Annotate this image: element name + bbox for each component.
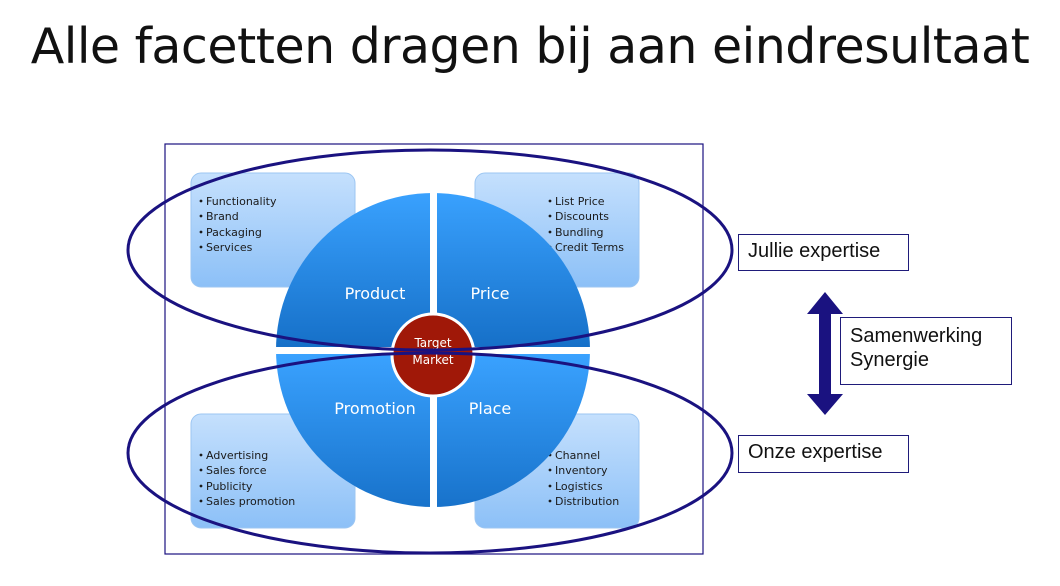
place-item: Channel bbox=[555, 449, 600, 462]
place-item: Logistics bbox=[555, 480, 603, 493]
product-item: Brand bbox=[206, 210, 239, 223]
product-label: Product bbox=[345, 284, 406, 303]
price-item: Discounts bbox=[555, 210, 609, 223]
target-market-label-2: Market bbox=[412, 353, 454, 367]
product-item: Packaging bbox=[206, 226, 262, 239]
price-item: Bundling bbox=[555, 226, 604, 239]
samenwerking-label: Samenwerking Synergie bbox=[840, 317, 1012, 385]
onze-expertise-label: Onze expertise bbox=[738, 435, 909, 473]
bottom-ellipse bbox=[126, 351, 734, 555]
bullet-dots bbox=[199, 199, 552, 503]
promotion-item: Publicity bbox=[206, 480, 253, 493]
synergie-text: Synergie bbox=[850, 349, 929, 371]
target-market-label-1: Target bbox=[413, 336, 451, 350]
place-item: Inventory bbox=[555, 464, 608, 477]
samenwerking-text: Samenwerking bbox=[850, 325, 983, 347]
top-ellipse bbox=[126, 148, 734, 352]
price-item: Credit Terms bbox=[555, 241, 624, 254]
promotion-item: Sales force bbox=[206, 464, 267, 477]
price-label: Price bbox=[470, 284, 509, 303]
promotion-item: Advertising bbox=[206, 449, 268, 462]
place-item: Distribution bbox=[555, 495, 619, 508]
price-item: List Price bbox=[555, 195, 605, 208]
place-label: Place bbox=[469, 399, 512, 418]
product-item: Services bbox=[206, 241, 253, 254]
jullie-expertise-label: Jullie expertise bbox=[738, 234, 909, 271]
slide-title: Alle facetten dragen bij aan eindresulta… bbox=[30, 18, 1030, 75]
promotion-item: Sales promotion bbox=[206, 495, 295, 508]
product-item: Functionality bbox=[206, 195, 277, 208]
promotion-label: Promotion bbox=[334, 399, 415, 418]
double-arrow-icon bbox=[807, 292, 843, 415]
